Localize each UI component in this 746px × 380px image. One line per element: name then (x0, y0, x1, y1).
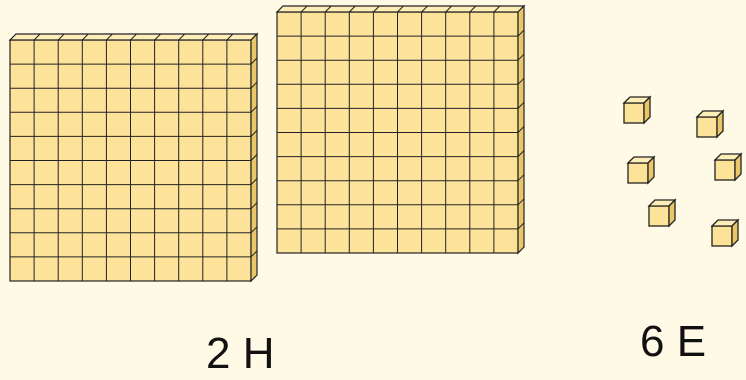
unit-cube (628, 157, 654, 183)
hundred-flat (277, 6, 524, 253)
unit-cube (697, 111, 723, 137)
hundred-flats (10, 6, 524, 281)
ones-label: 6 E (640, 320, 706, 364)
unit-cube (715, 154, 741, 180)
unit-cube (712, 220, 738, 246)
hundred-flat (10, 34, 257, 281)
unit-cube (624, 97, 650, 123)
unit-cube (649, 200, 675, 226)
unit-cubes (624, 97, 741, 246)
hundreds-label: 2 H (206, 332, 274, 376)
